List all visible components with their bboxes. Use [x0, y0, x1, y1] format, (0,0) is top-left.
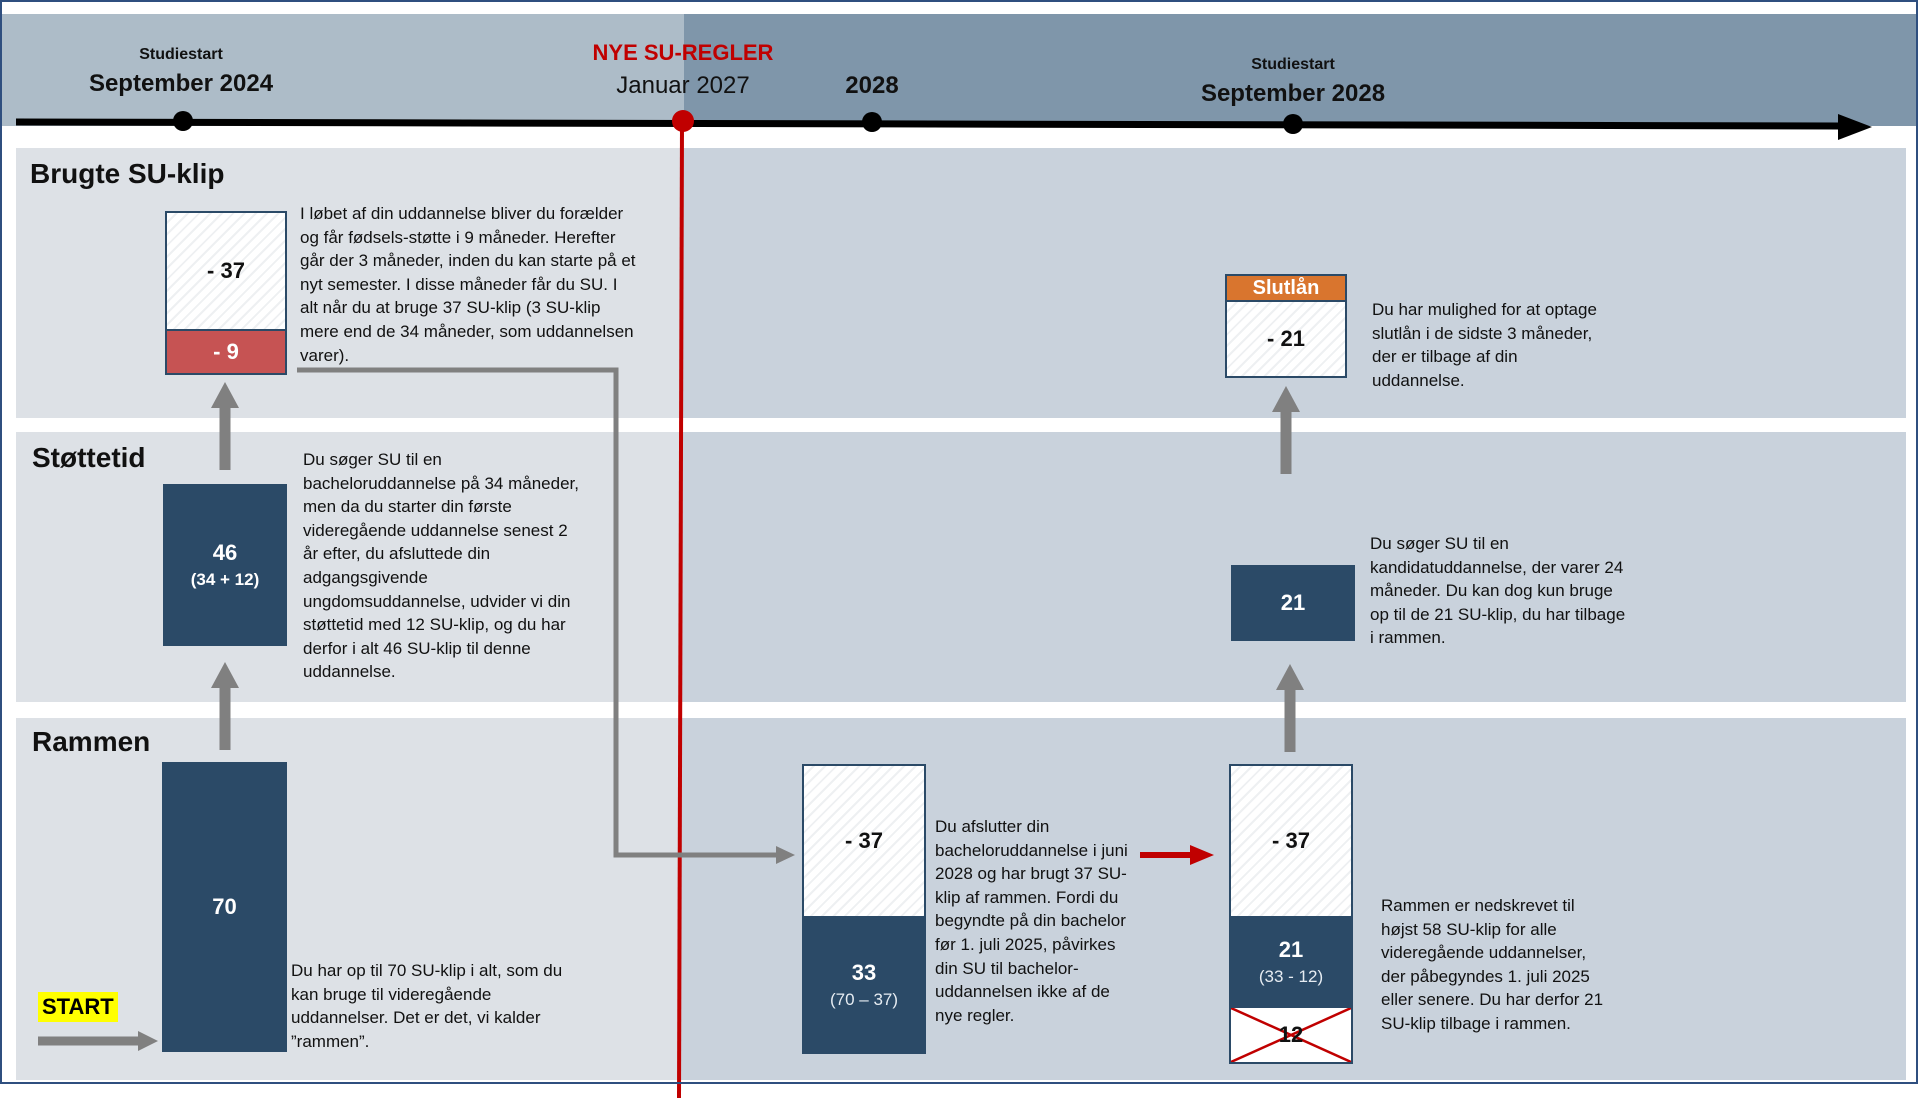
description-frame-reduced: Rammen er nedskrevet til højst 58 SU-kli… — [1381, 896, 1604, 1033]
new-rules-dot — [672, 110, 694, 132]
section-title-rammen: Rammen — [32, 726, 151, 757]
used-clips-box: - 37 — [165, 211, 287, 331]
description-frame: Du har op til 70 SU-klip i alt, som du k… — [291, 961, 563, 1051]
timeline-header-after — [684, 14, 1916, 126]
timeline-axis — [15, 118, 1841, 130]
frame-reduced-formula: (33 - 12) — [1258, 967, 1324, 986]
timeline-dot — [1283, 114, 1303, 134]
new-rules-date: Januar 2027 — [616, 72, 750, 99]
timeline-label-date: September 2024 — [88, 70, 274, 97]
support-time-formula: (34 + 12) — [190, 570, 260, 589]
frame-remaining-box: 33 (70 – 37) — [802, 916, 926, 1054]
description-master: Du søger SU til en kandidatuddannelse, d… — [1370, 534, 1626, 648]
master-support-value: 21 — [1280, 590, 1306, 615]
red-arrow — [1190, 845, 1214, 865]
support-time-box: 46 (34 + 12) — [163, 484, 287, 646]
timeline-label-date: September 2028 — [1200, 80, 1386, 107]
new-rules-line — [677, 121, 684, 1098]
band-rammen-left — [16, 718, 681, 1080]
connector-line — [297, 367, 780, 858]
section-title-brugte: Brugte SU-klip — [30, 158, 225, 189]
arrow-up — [1276, 664, 1304, 690]
timeline-arrowhead — [1838, 114, 1872, 140]
timeline-dot — [862, 112, 882, 132]
removed-clips-value: 12 — [1278, 1022, 1304, 1047]
timeline-dot — [173, 111, 193, 131]
description-support-time: Du søger SU til en bacheloruddannelse på… — [303, 450, 579, 682]
new-rules-label: NYE SU-REGLER — [592, 40, 774, 65]
frame-used-box: - 37 — [802, 764, 926, 918]
timeline-label-small: Studiestart — [1251, 56, 1335, 73]
band-brugte-left — [16, 148, 681, 418]
parental-clips-box: - 9 — [165, 331, 287, 375]
description-bachelor-finished: Du afslutter din bacheloruddannelse i ju… — [935, 817, 1128, 1025]
cross-mark — [1231, 1008, 1351, 1062]
final-loan-box: - 21 — [1225, 302, 1347, 378]
frame-used-box-2: - 37 — [1229, 764, 1353, 918]
description-final-loan: Du har mulighed for at optage slutlån i … — [1372, 300, 1597, 390]
support-time-value: 46 — [212, 540, 238, 565]
timeline-label-small: Studiestart — [139, 46, 223, 63]
frame-total-value: 70 — [212, 894, 237, 919]
connector-arrowhead — [776, 846, 795, 864]
frame-total-box: 70 — [162, 762, 287, 1052]
timeline-label-2028: 2028 — [845, 72, 899, 99]
arrow-up — [211, 382, 239, 408]
frame-remaining-value: 33 — [851, 960, 877, 985]
start-label: START — [38, 992, 118, 1022]
final-loan-header: Slutlån — [1225, 274, 1347, 302]
band-stottetid-left — [16, 432, 681, 702]
removed-clips-box: 12 — [1229, 1006, 1353, 1064]
timeline-header-before — [2, 14, 684, 126]
frame-reduced-box: 21 (33 - 12) — [1229, 916, 1353, 1008]
master-support-box: 21 — [1231, 565, 1355, 641]
arrow-up — [211, 662, 239, 688]
description-parental: I løbet af din uddannelse bliver du foræ… — [300, 204, 636, 365]
section-title-stottetid: Støttetid — [32, 442, 146, 473]
frame-remaining-formula: (70 – 37) — [829, 990, 899, 1009]
start-arrow — [138, 1031, 158, 1051]
frame-reduced-value: 21 — [1278, 937, 1304, 962]
arrow-up — [1272, 386, 1300, 412]
